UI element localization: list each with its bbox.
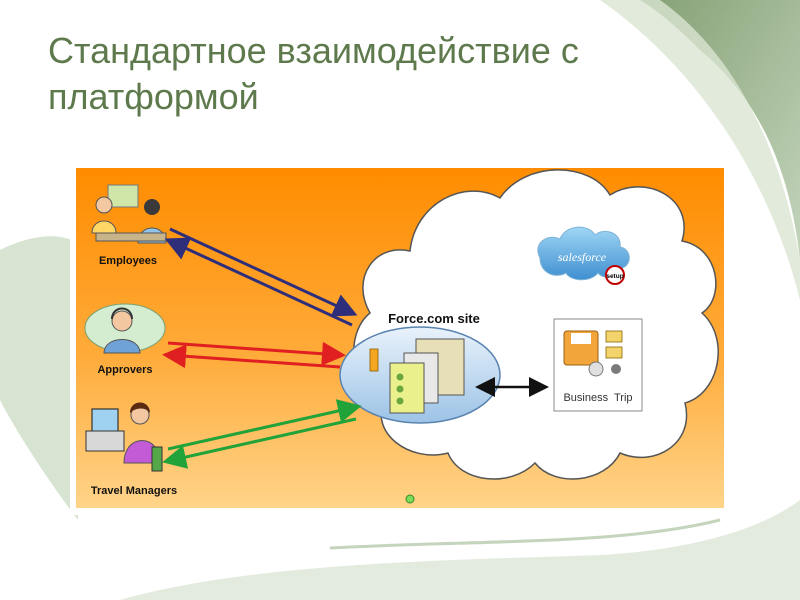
page-bullet-icon — [396, 373, 404, 381]
chair-icon — [151, 446, 163, 472]
left-swoosh — [0, 236, 78, 520]
site-to-travel-managers-arrow — [162, 417, 357, 469]
employees-label: Employees — [99, 255, 157, 267]
mail-icon — [605, 330, 623, 343]
folder-tab-icon — [369, 348, 379, 372]
setup-badge-icon — [605, 265, 625, 285]
salesforce-logo: salesforce setup — [537, 226, 630, 285]
page-bullet-icon — [396, 385, 404, 393]
business-trip-app-node: Business Trip — [553, 318, 643, 412]
employees-to-site-arrow — [169, 227, 358, 317]
architecture-diagram: salesforce setup Force.com site Business… — [70, 163, 730, 515]
business-trip-label: Business Trip — [563, 392, 632, 404]
setup-badge-text: setup — [606, 273, 623, 280]
travel-managers-to-site-arrow — [167, 399, 362, 451]
site-to-employees-arrow — [164, 237, 353, 327]
page-stack-icon-front — [389, 362, 425, 414]
desk-icon — [95, 232, 167, 242]
salesforce-cloud-icon — [537, 226, 630, 281]
approver-head-icon — [111, 310, 133, 332]
travel-managers-actor: Travel Managers — [85, 402, 177, 497]
slide-title: Стандартное взаимодействие с платформой — [48, 30, 579, 117]
employee-head-icon — [95, 196, 113, 214]
mail-icon — [605, 346, 623, 359]
headset-icon — [111, 307, 133, 320]
salesforce-logo-text: salesforce — [558, 250, 607, 264]
page-bullet-icon — [396, 397, 404, 405]
rotation-handle-icon — [405, 494, 415, 504]
force-com-site-node: Force.com site — [339, 311, 501, 424]
bottom-swoosh-line — [329, 518, 721, 550]
force-com-site-label: Force.com site — [388, 311, 480, 326]
office-window-icon — [107, 184, 139, 208]
bottom-swoosh — [120, 500, 800, 600]
computer-tower-icon — [85, 430, 125, 452]
floppy-disk-label-icon — [571, 333, 591, 344]
top-right-swoosh-light — [600, 0, 800, 300]
approver-body-icon — [103, 339, 141, 354]
travel-managers-label: Travel Managers — [91, 485, 177, 497]
top-right-swoosh — [640, 0, 800, 260]
coworker-head-icon — [144, 199, 160, 215]
employees-actor: Employees — [91, 184, 167, 267]
user-icon — [611, 364, 621, 374]
site-to-approvers-arrow — [162, 344, 341, 369]
approvers-to-site-arrow — [167, 341, 346, 366]
computer-monitor-icon — [91, 408, 119, 434]
approvers-actor: Approvers — [84, 303, 166, 376]
add-badge-icon — [588, 361, 604, 377]
manager-hair-icon — [130, 402, 150, 413]
approvers-label: Approvers — [97, 364, 152, 376]
